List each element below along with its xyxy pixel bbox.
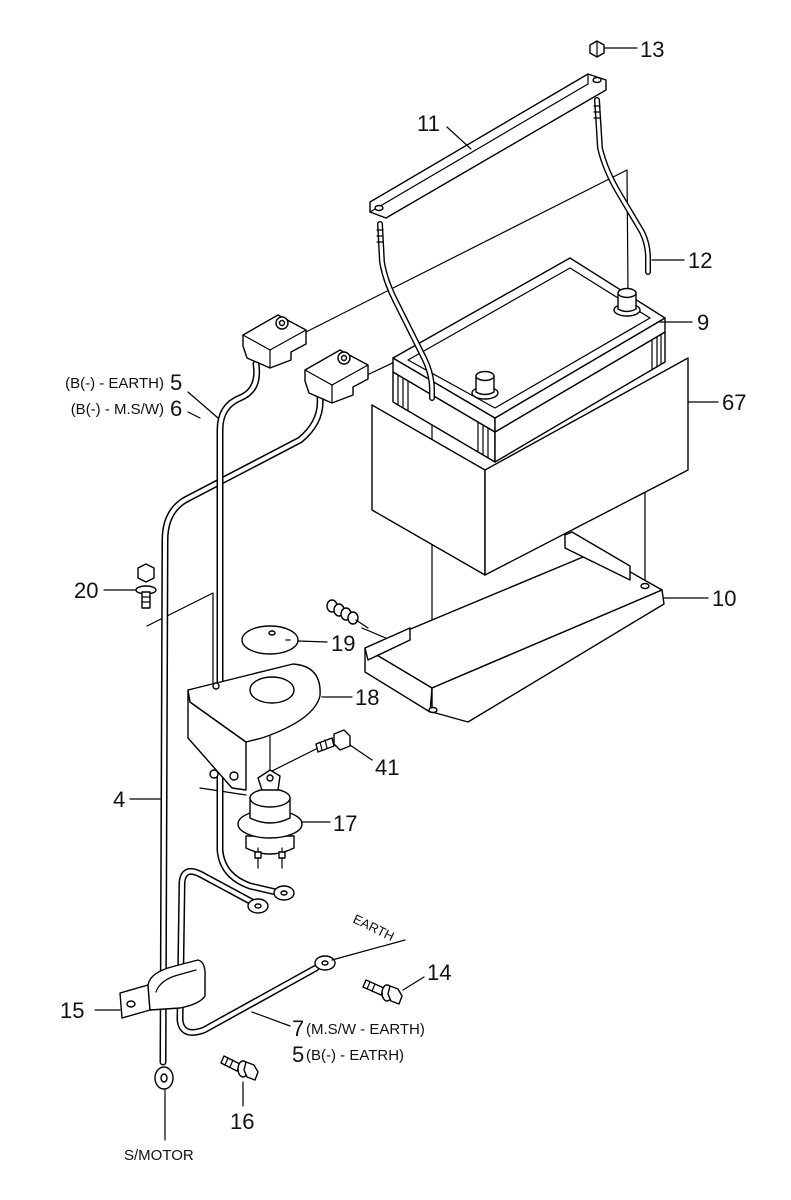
terminal-cap-earth bbox=[242, 314, 307, 369]
cable-5b-number: 5 bbox=[292, 1042, 304, 1067]
cable-clamp bbox=[119, 959, 206, 1019]
callout-15: 15 bbox=[60, 998, 84, 1023]
cable-b-earth bbox=[216, 360, 280, 896]
j-bolt-left bbox=[376, 221, 435, 401]
cable-6-description: (B(-) - M.S/W) bbox=[71, 401, 164, 418]
switch-bracket bbox=[187, 663, 321, 791]
callout-19: 19 bbox=[331, 631, 355, 656]
battery-ribs bbox=[397, 334, 662, 459]
ring-terminal-starter-motor bbox=[154, 1066, 174, 1090]
callout-9: 9 bbox=[697, 310, 709, 335]
washer bbox=[241, 625, 299, 655]
cable-5b-description: (B(-) - EATRH) bbox=[306, 1047, 404, 1064]
callout-11: 11 bbox=[417, 111, 440, 136]
ring-terminal-earth bbox=[314, 955, 336, 971]
bolt-14 bbox=[362, 979, 403, 1005]
terminal-cap-main-switch bbox=[304, 349, 369, 404]
callout-18: 18 bbox=[355, 685, 379, 710]
battery-terminal-negative bbox=[471, 370, 499, 400]
cable-b-ms-w bbox=[159, 394, 324, 1066]
callout-16: 16 bbox=[230, 1109, 254, 1134]
cable-7-description: (M.S/W - EARTH) bbox=[306, 1021, 425, 1038]
battery bbox=[392, 257, 666, 463]
bolt-20 bbox=[135, 563, 157, 609]
cable-5-number: 5 bbox=[170, 370, 182, 395]
nut bbox=[589, 40, 605, 58]
battery-case bbox=[371, 357, 689, 576]
bolt-41 bbox=[315, 729, 351, 753]
cable-ms-w-earth bbox=[176, 867, 320, 1036]
cable-7-number: 7 bbox=[292, 1016, 304, 1041]
ring-terminal-switch-a bbox=[247, 898, 269, 914]
callout-leaders bbox=[94, 47, 719, 1141]
bolt-16 bbox=[220, 1055, 259, 1081]
cable-5-description: (B(-) - EARTH) bbox=[65, 375, 164, 392]
callout-10: 10 bbox=[712, 586, 736, 611]
callout-4: 4 bbox=[113, 787, 125, 812]
battery-tray bbox=[364, 531, 665, 723]
tray-bolt-washers bbox=[326, 599, 369, 629]
callout-67: 67 bbox=[722, 390, 746, 415]
cable-6-number: 6 bbox=[170, 396, 182, 421]
callout-41: 41 bbox=[375, 755, 399, 780]
battery-terminal-positive bbox=[613, 287, 641, 317]
callout-20: 20 bbox=[74, 578, 98, 603]
starter-motor-annotation: S/MOTOR bbox=[124, 1147, 194, 1164]
j-bolt-right bbox=[593, 97, 651, 275]
earth-annotation: EARTH bbox=[351, 911, 397, 944]
callout-17: 17 bbox=[333, 811, 357, 836]
callout-13: 13 bbox=[640, 37, 664, 62]
hold-down-bar bbox=[369, 73, 607, 219]
callout-14: 14 bbox=[427, 960, 451, 985]
battery-main-switch bbox=[237, 769, 303, 869]
callout-12: 12 bbox=[688, 248, 712, 273]
ring-terminal-switch-b bbox=[273, 885, 295, 901]
